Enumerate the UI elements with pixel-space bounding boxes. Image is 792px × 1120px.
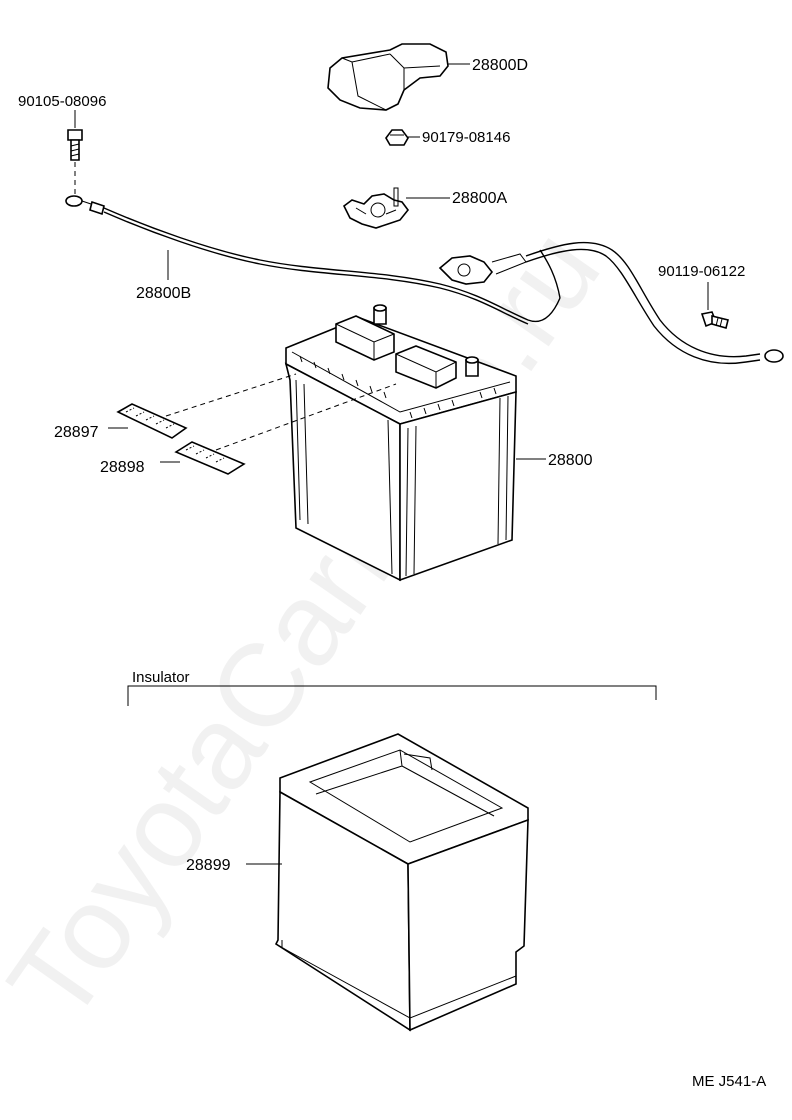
- negative-cable-28800B: [65, 195, 561, 325]
- label-sticker-28897: [116, 403, 188, 439]
- label-28800: 28800: [548, 452, 593, 469]
- label-90179-08146: 90179-08146: [422, 129, 510, 146]
- footer-code: ME J541-A: [692, 1073, 766, 1090]
- terminal-clamp-28800A: [342, 187, 410, 229]
- label-28800B: 28800B: [136, 285, 191, 302]
- nut-90179-08146: [385, 129, 409, 146]
- battery-28800: [284, 304, 517, 582]
- label-28899: 28899: [186, 857, 231, 874]
- label-28800A: 28800A: [452, 190, 507, 207]
- label-28897: 28897: [54, 424, 99, 441]
- bolt-90105-08096: [67, 129, 83, 161]
- label-28800D: 28800D: [472, 57, 528, 74]
- label-90119-06122: 90119-06122: [658, 263, 745, 280]
- label-28898: 28898: [100, 459, 145, 476]
- dash-line-28898: [215, 383, 397, 451]
- positive-cable: [438, 241, 784, 365]
- section-label-insulator: Insulator: [132, 669, 190, 686]
- terminal-cover-28800D: [327, 43, 449, 111]
- bolt-90119-06122: [700, 311, 729, 329]
- dash-line-28897: [165, 373, 297, 417]
- insulator-28899: [274, 733, 529, 1032]
- insulator-bracket: [127, 685, 657, 706]
- label-90105-08096: 90105-08096: [18, 93, 106, 110]
- label-sticker-28898: [174, 441, 246, 475]
